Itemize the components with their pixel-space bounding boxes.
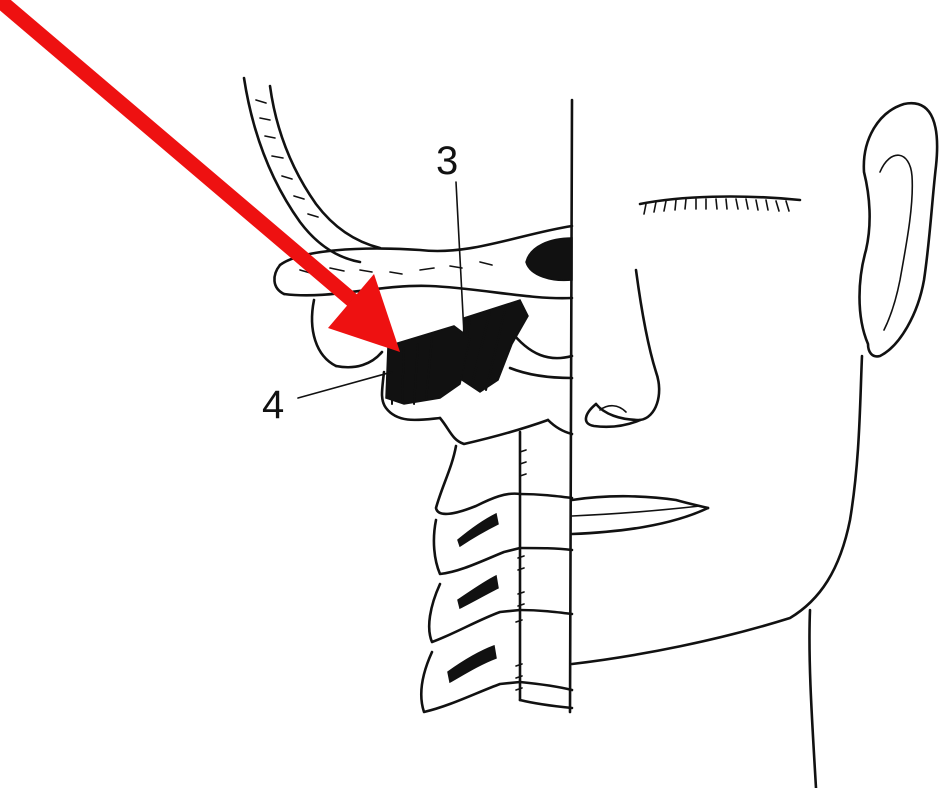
neck-line	[809, 610, 816, 788]
jaw-line	[572, 356, 862, 664]
longus-muscle-3	[460, 300, 528, 392]
cervical-vertebrae	[421, 432, 572, 712]
nose	[596, 270, 659, 420]
leader-line-4	[298, 372, 392, 398]
skull-base-section	[244, 78, 572, 298]
leader-line-3	[456, 182, 464, 334]
label-4: 4	[262, 383, 284, 427]
ear	[860, 103, 938, 356]
mouth	[572, 496, 708, 508]
face-outline	[572, 103, 937, 788]
midline	[570, 100, 572, 712]
longus-muscle-4	[386, 326, 470, 404]
label-3: 3	[436, 139, 458, 183]
red-arrow-indicator	[4, 4, 400, 352]
